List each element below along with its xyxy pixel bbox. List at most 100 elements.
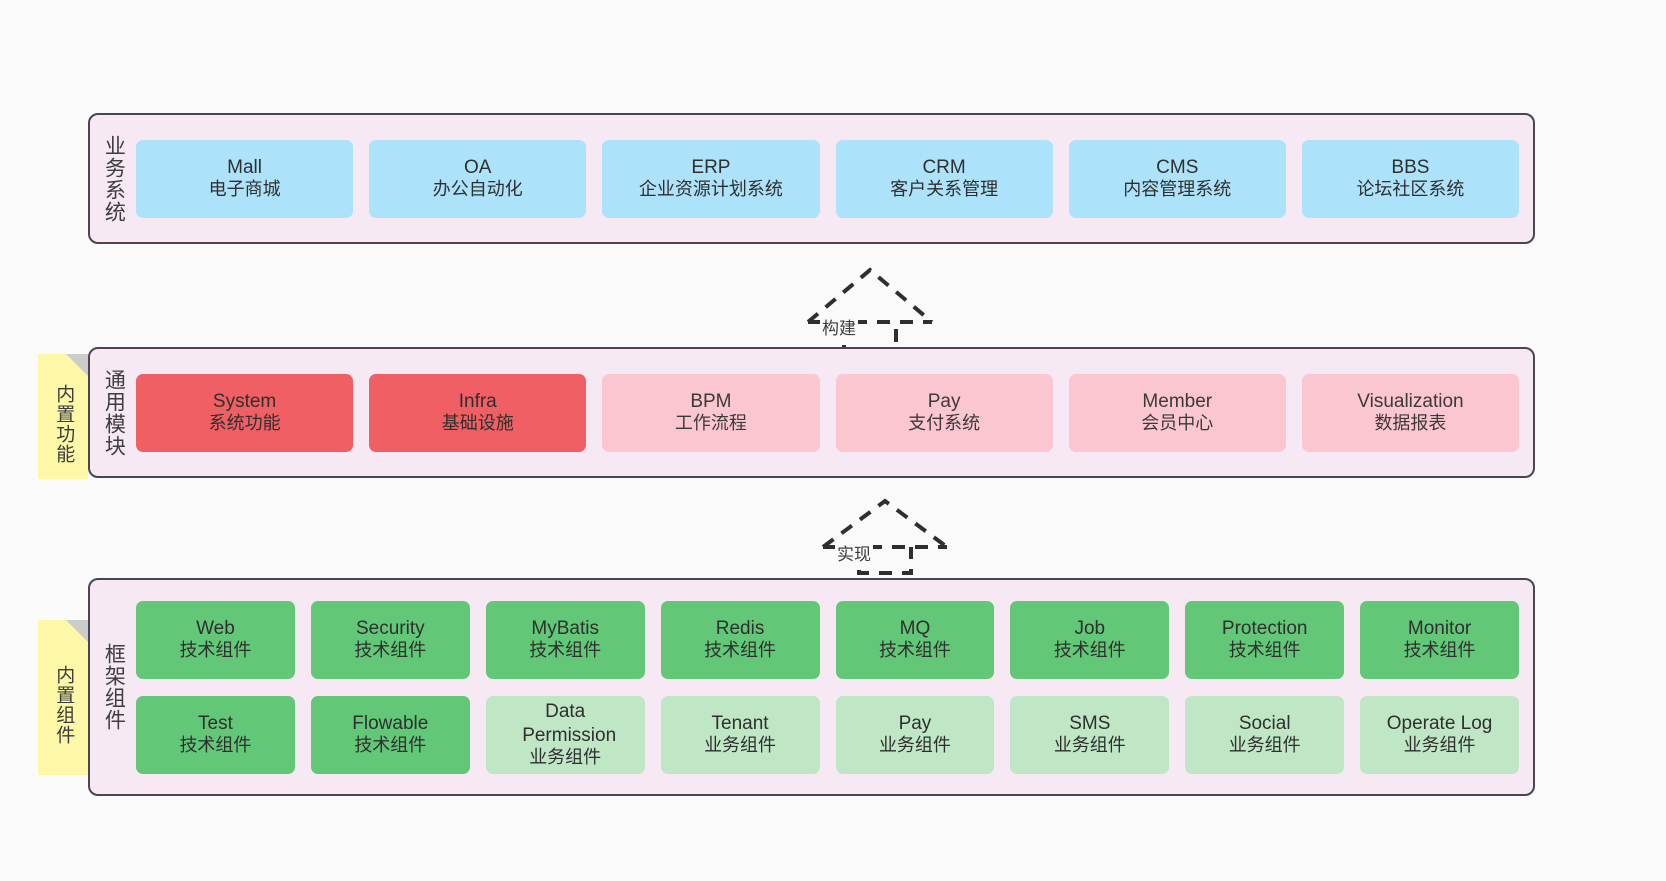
card-data-permission[interactable]: Data Permission 业务组件 xyxy=(485,695,645,774)
card-row: Test 技术组件 Flowable 技术组件 Data Permission … xyxy=(136,695,1519,774)
card-subtitle: 办公自动化 xyxy=(432,179,523,200)
layer-common-module: 通用模块 System 系统功能 Infra 基础设施 BPM 工作流程 Pay… xyxy=(88,347,1535,478)
layer-title-common-module: 通用模块 xyxy=(102,368,126,457)
card-row: Web 技术组件 Security 技术组件 MyBatis 技术组件 Redi… xyxy=(136,600,1519,679)
card-member[interactable]: Member 会员中心 xyxy=(1068,373,1286,452)
sticky-note-label: 内置组件 xyxy=(53,664,75,745)
card-subtitle: 系统功能 xyxy=(208,413,281,434)
card-monitor[interactable]: Monitor 技术组件 xyxy=(1360,600,1519,679)
card-system[interactable]: System 系统功能 xyxy=(136,373,354,452)
card-crm[interactable]: CRM 客户关系管理 xyxy=(835,139,1053,218)
note-fold-corner-icon xyxy=(66,620,88,642)
layer-business-system: 业务系统 Mall 电子商城 OA 办公自动化 ERP 企业资源计划系统 CRM… xyxy=(88,113,1535,244)
card-visualization[interactable]: Visualization 数据报表 xyxy=(1301,373,1520,452)
card-operate-log[interactable]: Operate Log 业务组件 xyxy=(1360,695,1519,774)
card-row: Mall 电子商城 OA 办公自动化 ERP 企业资源计划系统 CRM 客户关系… xyxy=(136,139,1520,218)
card-title: Web xyxy=(196,617,235,639)
layer-title-framework-component: 框架组件 xyxy=(102,643,126,731)
card-cms[interactable]: CMS 内容管理系统 xyxy=(1068,139,1286,218)
card-subtitle: 会员中心 xyxy=(1141,413,1214,434)
card-subtitle: 客户关系管理 xyxy=(890,179,999,200)
card-subtitle: 业务组件 xyxy=(1403,735,1476,756)
card-title: SMS xyxy=(1069,712,1111,734)
card-title: OA xyxy=(464,156,492,178)
card-title: MQ xyxy=(899,617,931,639)
card-subtitle: 企业资源计划系统 xyxy=(638,179,783,200)
layer-title-business-system: 业务系统 xyxy=(102,134,126,223)
card-subtitle: 技术组件 xyxy=(1403,640,1476,661)
card-subtitle: 业务组件 xyxy=(529,746,602,767)
card-title: Social xyxy=(1238,712,1291,734)
card-subtitle: 电子商城 xyxy=(208,179,281,200)
card-oa[interactable]: OA 办公自动化 xyxy=(369,139,587,218)
card-title: Pay xyxy=(898,712,932,734)
card-subtitle: 技术组件 xyxy=(179,735,252,756)
arrow-implement-label: 实现 xyxy=(835,540,873,565)
card-web[interactable]: Web 技术组件 xyxy=(136,600,295,679)
card-subtitle: 数据报表 xyxy=(1374,413,1447,434)
card-subtitle: 技术组件 xyxy=(354,640,427,661)
card-title: Operate Log xyxy=(1386,712,1493,734)
card-infra[interactable]: Infra 基础设施 xyxy=(369,373,587,452)
card-title: CMS xyxy=(1156,156,1199,178)
card-social[interactable]: Social 业务组件 xyxy=(1185,695,1345,774)
sticky-note-builtin-function: 内置功能 xyxy=(38,354,88,479)
card-title: Security xyxy=(355,617,425,639)
sticky-note-builtin-component: 内置组件 xyxy=(38,620,88,775)
card-row: System 系统功能 Infra 基础设施 BPM 工作流程 Pay 支付系统… xyxy=(136,373,1520,452)
card-title: Protection xyxy=(1221,617,1308,639)
card-title: MyBatis xyxy=(531,617,599,639)
layer-body-framework-component: Web 技术组件 Security 技术组件 MyBatis 技术组件 Redi… xyxy=(136,580,1533,794)
card-title: Member xyxy=(1142,390,1213,412)
card-title: Job xyxy=(1074,617,1106,639)
card-subtitle: 支付系统 xyxy=(908,413,981,434)
card-tenant[interactable]: Tenant 业务组件 xyxy=(660,695,820,774)
card-title: CRM xyxy=(922,156,966,178)
card-subtitle: 业务组件 xyxy=(1228,735,1301,756)
card-title: Mall xyxy=(227,156,262,178)
card-subtitle: 技术组件 xyxy=(1053,640,1126,661)
card-test[interactable]: Test 技术组件 xyxy=(136,695,295,774)
card-subtitle: 技术组件 xyxy=(704,640,777,661)
card-mq[interactable]: MQ 技术组件 xyxy=(835,600,995,679)
card-protection[interactable]: Protection 技术组件 xyxy=(1185,600,1345,679)
card-subtitle: 技术组件 xyxy=(1228,640,1301,661)
card-pay[interactable]: Pay 支付系统 xyxy=(835,373,1053,452)
card-flowable[interactable]: Flowable 技术组件 xyxy=(310,695,470,774)
card-title: Tenant xyxy=(711,712,769,734)
card-security[interactable]: Security 技术组件 xyxy=(310,600,470,679)
card-bbs[interactable]: BBS 论坛社区系统 xyxy=(1301,139,1520,218)
card-mall[interactable]: Mall 电子商城 xyxy=(136,139,354,218)
card-subtitle: 内容管理系统 xyxy=(1123,179,1232,200)
card-title: Monitor xyxy=(1407,617,1472,639)
card-title: Redis xyxy=(715,617,765,639)
card-subtitle: 业务组件 xyxy=(1053,735,1126,756)
card-title: Flowable xyxy=(352,712,429,734)
layer-framework-component: 框架组件 Web 技术组件 Security 技术组件 MyBatis 技术组件… xyxy=(88,578,1535,796)
card-title: System xyxy=(212,390,277,412)
card-subtitle: 业务组件 xyxy=(704,735,777,756)
card-job[interactable]: Job 技术组件 xyxy=(1010,600,1170,679)
card-sms[interactable]: SMS 业务组件 xyxy=(1010,695,1170,774)
card-subtitle: 工作流程 xyxy=(674,413,747,434)
card-subtitle: 基础设施 xyxy=(441,413,514,434)
card-pay-business[interactable]: Pay 业务组件 xyxy=(835,695,995,774)
arrow-implement: 实现 xyxy=(815,495,967,575)
arrow-build: 构建 xyxy=(800,264,952,354)
card-subtitle: 论坛社区系统 xyxy=(1356,179,1465,200)
card-bpm[interactable]: BPM 工作流程 xyxy=(602,373,820,452)
card-title: ERP xyxy=(691,156,731,178)
card-redis[interactable]: Redis 技术组件 xyxy=(660,600,820,679)
card-subtitle: 技术组件 xyxy=(179,640,252,661)
card-title: Test xyxy=(198,712,233,734)
layer-body-common-module: System 系统功能 Infra 基础设施 BPM 工作流程 Pay 支付系统… xyxy=(136,349,1533,476)
card-subtitle: 技术组件 xyxy=(878,640,951,661)
card-title: Visualization xyxy=(1357,390,1464,412)
card-subtitle: 业务组件 xyxy=(878,735,951,756)
card-mybatis[interactable]: MyBatis 技术组件 xyxy=(485,600,645,679)
card-title: Pay xyxy=(927,390,961,412)
card-title: BPM xyxy=(690,390,732,412)
card-erp[interactable]: ERP 企业资源计划系统 xyxy=(602,139,820,218)
card-title: Infra xyxy=(458,390,497,412)
note-fold-corner-icon xyxy=(66,354,88,376)
